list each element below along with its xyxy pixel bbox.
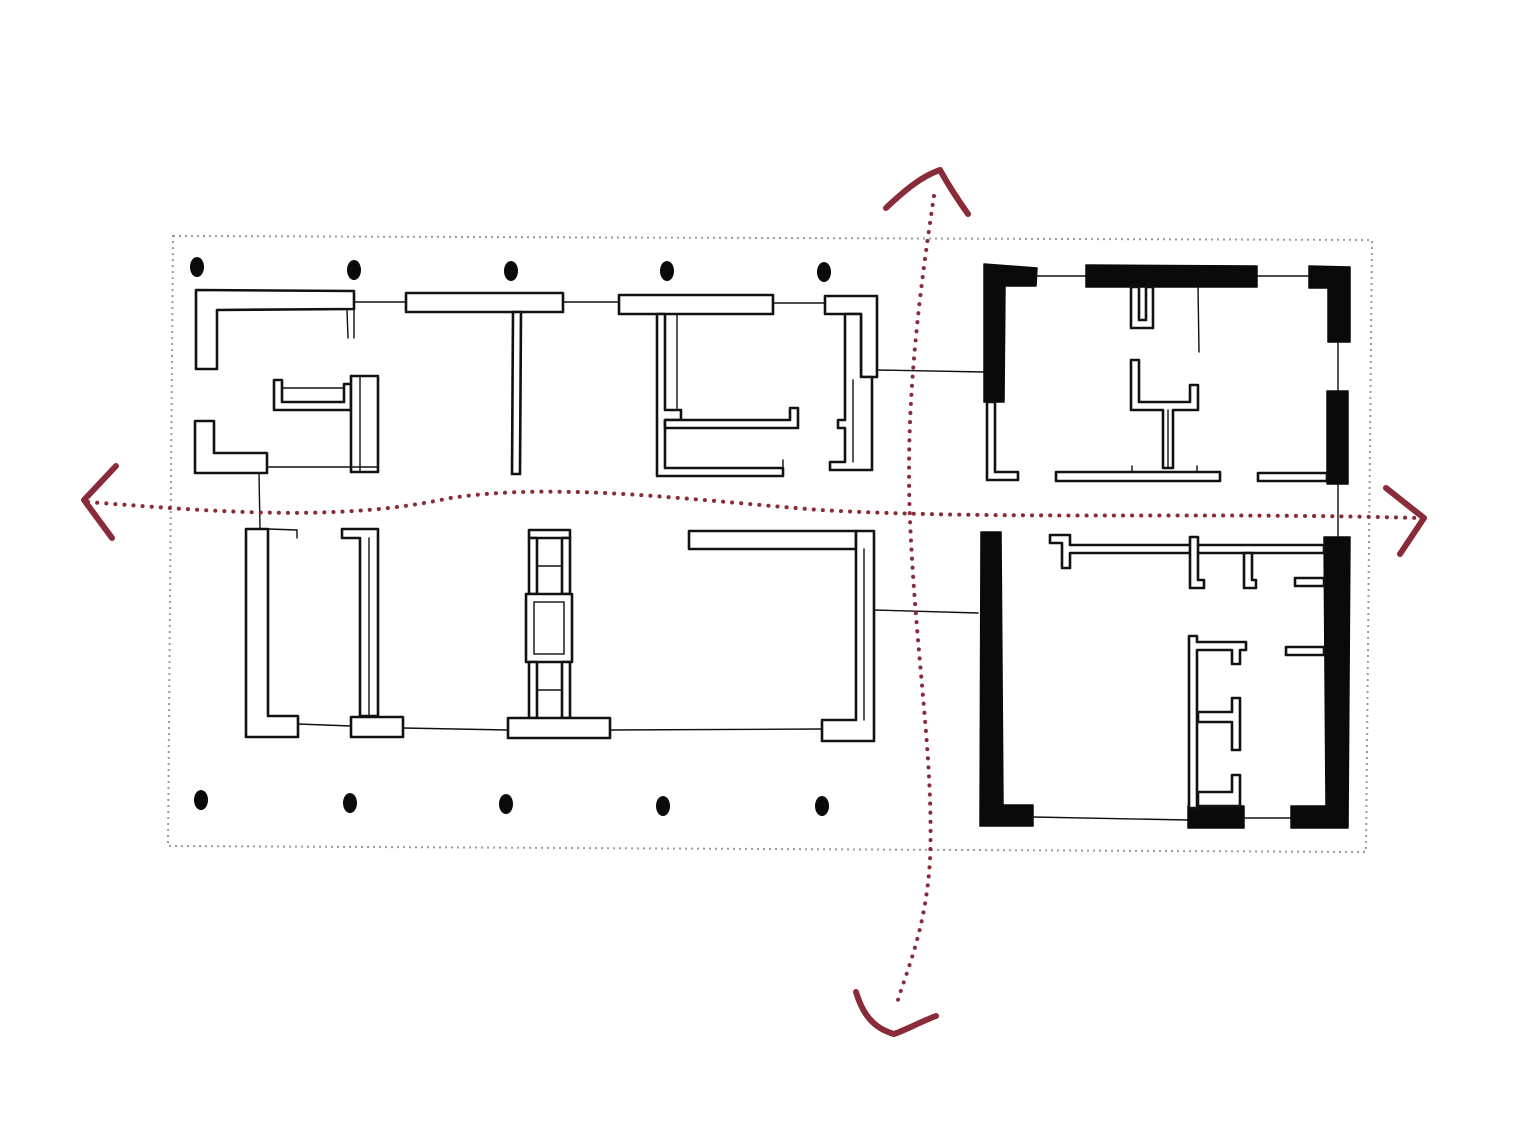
wall-segment: [340, 527, 380, 718]
horizontal-dotted-axis-arrow: [81, 463, 1427, 557]
solid-wall-segment: [1326, 390, 1349, 485]
solid-wall-segment: [1308, 265, 1351, 343]
column-marker: [504, 261, 518, 281]
wall-segment: [1188, 535, 1206, 590]
wall-segment: [1196, 773, 1242, 808]
vertical-dotted-axis-arrow: [853, 167, 971, 1037]
site-boundary: [166, 234, 1374, 854]
arrowhead-left-icon: [81, 463, 119, 541]
solid-wall-segment: [1290, 536, 1351, 829]
wall-segment: [1187, 634, 1248, 810]
column-marker: [817, 262, 831, 282]
wall-segment: [1129, 285, 1155, 330]
wall-segment: [663, 406, 800, 430]
wall-segment: [244, 527, 300, 739]
column-marker: [190, 257, 204, 277]
wall-segment: [524, 592, 574, 664]
wall-segment: [1284, 645, 1326, 657]
wall-segment: [272, 378, 353, 412]
wall-segment: [349, 374, 380, 474]
wall-segment: [1196, 696, 1242, 752]
column-marker: [660, 261, 674, 281]
column-marker: [194, 790, 208, 810]
horizontal-axis-line: [86, 489, 1422, 520]
wall-segment: [1293, 576, 1326, 588]
wall-segment: [828, 312, 874, 472]
column-marker: [815, 796, 829, 816]
arrowhead-right-icon: [1383, 485, 1427, 557]
wall-segment: [193, 419, 269, 475]
wall-segment: [1048, 533, 1326, 570]
wall-segment: [820, 529, 876, 743]
column-marker: [343, 793, 357, 813]
wall-segment: [655, 312, 785, 478]
wall-segment: [560, 536, 572, 596]
wall-segment: [1129, 358, 1200, 470]
column-markers: [190, 257, 831, 816]
wall-segment: [527, 536, 539, 596]
wall-segment: [1242, 551, 1258, 590]
wall-segment: [404, 291, 565, 314]
column-marker: [656, 796, 670, 816]
arrowhead-top-icon: [883, 167, 971, 217]
wall-segment: [985, 400, 1020, 482]
column-marker: [347, 260, 361, 280]
wall-segment: [506, 716, 612, 740]
west-wing-outlined-walls: [193, 288, 985, 743]
east-wing-solid-walls: [979, 263, 1351, 829]
wall-segment: [560, 660, 572, 720]
wall-segment: [349, 715, 405, 739]
wall-segment: [510, 310, 523, 476]
wall-segment: [527, 660, 539, 720]
wall-segment: [1054, 470, 1222, 483]
wall-segment: [194, 288, 356, 371]
vertical-axis-line: [896, 194, 936, 1002]
wall-segment: [687, 529, 858, 551]
wall-segment: [1256, 471, 1329, 483]
solid-wall-segment: [983, 263, 1038, 403]
solid-wall-segment: [1085, 264, 1258, 288]
column-marker: [499, 794, 513, 814]
wall-segment: [617, 293, 775, 316]
solid-wall-segment: [979, 531, 1034, 827]
arrowhead-bottom-icon: [853, 989, 939, 1037]
